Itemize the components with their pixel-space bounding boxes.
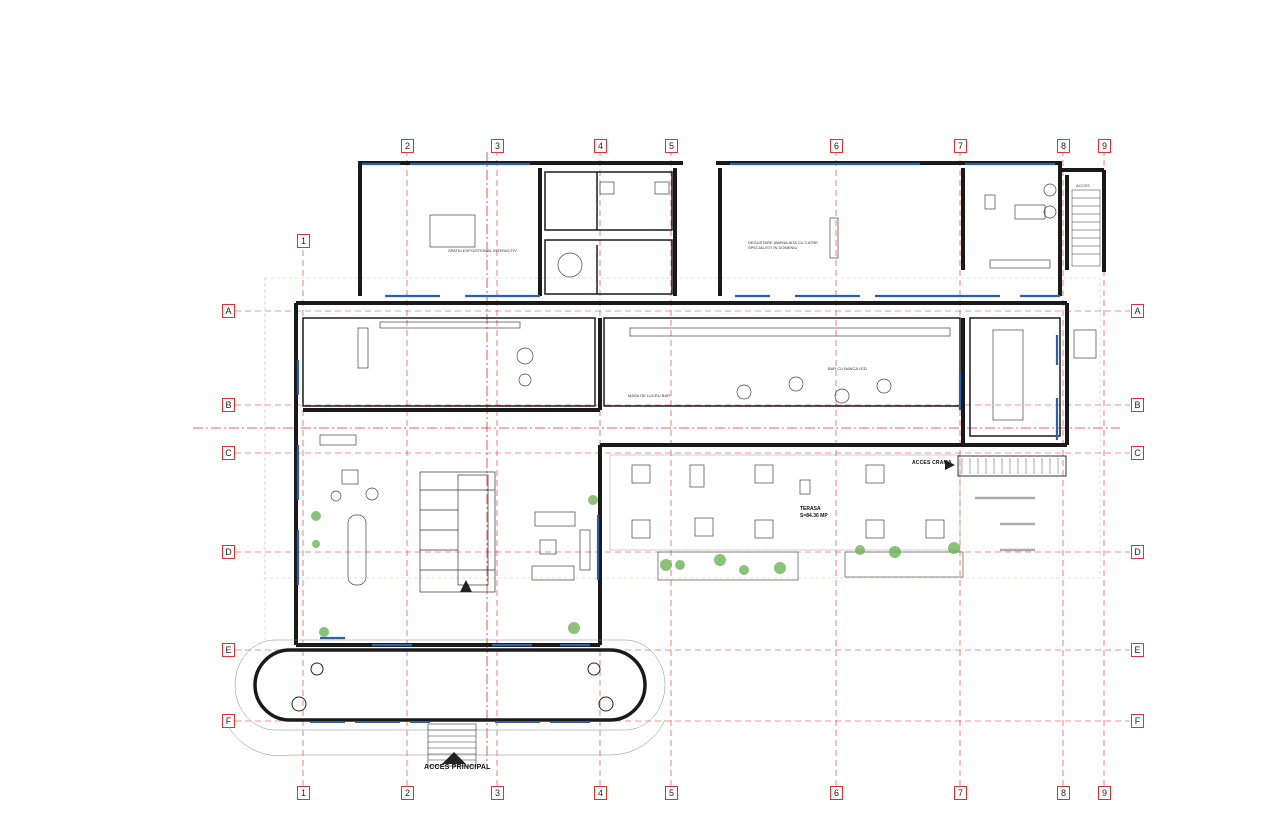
- axis-letter-left: F: [222, 714, 235, 728]
- axis-label-bottom: 6: [830, 786, 843, 800]
- axis-label-bottom: 7: [954, 786, 967, 800]
- walls: [294, 161, 1106, 647]
- axis-letter-right: C: [1131, 446, 1144, 460]
- veranda-chairs: [291, 662, 614, 712]
- terrace-tables: [631, 464, 945, 539]
- windows: [296, 162, 1060, 647]
- bar-led-label: BAR CU BANCA LED: [828, 366, 867, 371]
- axis-label-top: 1: [297, 234, 310, 248]
- entrance-stair: [427, 723, 477, 767]
- acces-crama-label: ACCES CRAMA: [912, 460, 952, 466]
- axis-label-top: 7: [954, 139, 967, 153]
- central-stair: [419, 471, 496, 593]
- axis-label-bottom: 3: [491, 786, 504, 800]
- degustare-label: DEGUSTARE AMENAJATA CU CATRE SPECIALISTI…: [748, 240, 818, 250]
- axis-label-bottom: 9: [1098, 786, 1111, 800]
- axis-letter-left: C: [222, 446, 235, 460]
- acces-crama-arrow-icon: [945, 460, 955, 470]
- office-furniture: [557, 181, 1097, 359]
- acces-principal-label: ACCES PRINCIPAL: [424, 764, 491, 771]
- grid-axes: [235, 150, 1130, 790]
- axis-letter-right: D: [1131, 545, 1144, 559]
- axis-letter-left: D: [222, 545, 235, 559]
- axis-letter-right: A: [1131, 304, 1144, 318]
- plants: [311, 495, 960, 637]
- partitions: [302, 171, 1061, 437]
- section-lines: [193, 152, 1120, 770]
- axis-label-top: 8: [1057, 139, 1070, 153]
- axis-letter-right: B: [1131, 398, 1144, 412]
- terasa-area: S=84.36 MP: [800, 513, 828, 519]
- axis-label-top: 2: [401, 139, 414, 153]
- axis-letter-right: E: [1131, 643, 1144, 657]
- axis-label-bottom: 1: [297, 786, 310, 800]
- axis-letter-left: E: [222, 643, 235, 657]
- axis-label-top: 4: [594, 139, 607, 153]
- axis-letter-right: F: [1131, 714, 1144, 728]
- axis-label-top: 6: [830, 139, 843, 153]
- axis-letter-left: B: [222, 398, 235, 412]
- construction-lines: [264, 277, 1101, 640]
- axis-label-bottom: 2: [401, 786, 414, 800]
- veranda: [224, 639, 666, 757]
- axis-label-bottom: 8: [1057, 786, 1070, 800]
- masa-bar-label: MASA DE LUCRU BAR: [628, 393, 671, 398]
- terrace-hatch: [961, 458, 1059, 474]
- axis-label-top: 5: [665, 139, 678, 153]
- axis-label-top: 9: [1098, 139, 1111, 153]
- axis-letter-left: A: [222, 304, 235, 318]
- axis-label-bottom: 4: [594, 786, 607, 800]
- terasa-title: TERASA: [800, 506, 821, 512]
- hall-tables: [357, 214, 1024, 421]
- terrace: [609, 454, 1067, 581]
- stair-arrow-icon: [460, 580, 472, 592]
- acces-note-label: ACCES: [1076, 183, 1090, 188]
- axis-label-top: 3: [491, 139, 504, 153]
- spatiu-expozitional-label: SPATIU EXPOZITIONAL INTERACTIV: [448, 248, 517, 253]
- axis-label-bottom: 5: [665, 786, 678, 800]
- entrance-arrow-icon: [442, 752, 466, 764]
- lounge-furniture: [319, 434, 591, 586]
- side-stair: [1071, 189, 1101, 267]
